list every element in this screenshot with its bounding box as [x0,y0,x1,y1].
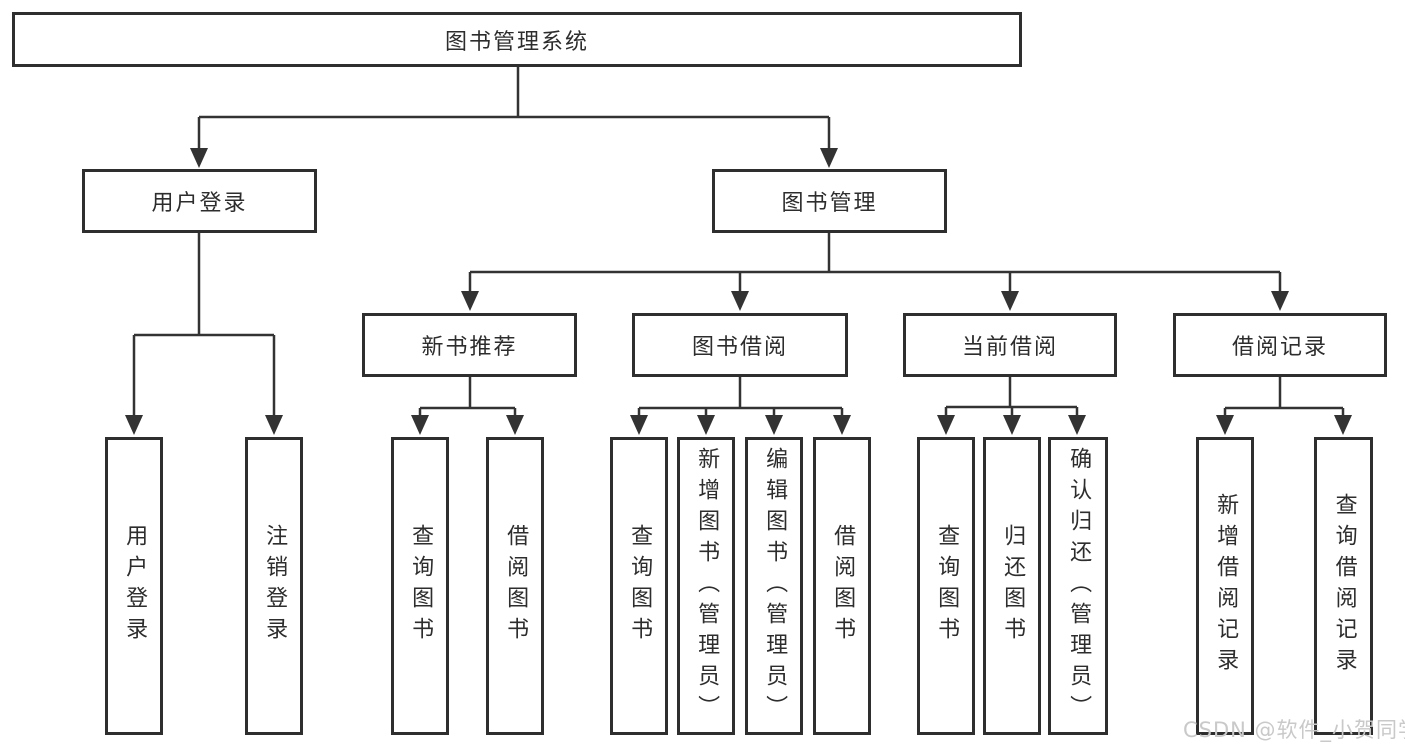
node-root: 图书管理系统 [12,12,1022,67]
leaf-add-books-admin: 新增图书（管理员） [677,437,735,735]
arrowheads [125,148,1352,435]
node-book-management: 图书管理 [712,169,947,233]
node-label: 借阅图书 [830,524,856,648]
node-label: 图书管理 [781,191,878,216]
node-label: 图书借阅 [691,335,788,360]
node-label: 查询借阅记录 [1331,493,1357,679]
leaf-edit-books-admin: 编辑图书（管理员） [745,437,803,735]
node-current-borrow: 当前借阅 [903,313,1117,377]
node-label: 查询图书 [627,524,653,648]
node-label: 新书推荐 [421,335,518,360]
node-new-book-recommend: 新书推荐 [362,313,577,377]
leaf-recommend-borrow-books: 借阅图书 [486,437,544,735]
leaf-recommend-query-books: 查询图书 [391,437,449,735]
node-label: 借阅图书 [503,524,529,648]
node-label: 用户登录 [151,191,248,216]
watermark: CSDN @软件_小贺同学 [1183,718,1405,742]
leaf-current-query-books: 查询图书 [917,437,975,735]
leaf-add-borrow-record: 新增借阅记录 [1196,437,1254,735]
leaf-confirm-return-admin: 确认归还（管理员） [1048,437,1108,735]
node-label: 图书管理系统 [444,29,589,55]
node-label: 查询图书 [934,524,960,648]
node-label: 新增借阅记录 [1213,493,1239,679]
node-borrow-records: 借阅记录 [1173,313,1387,377]
node-label: 用户登录 [122,524,148,648]
node-book-borrow: 图书借阅 [632,313,848,377]
node-label: 确认归还（管理员） [1066,446,1092,726]
node-label: 新增图书（管理员） [694,446,720,726]
leaf-return-books: 归还图书 [983,437,1041,735]
node-label: 归还图书 [1000,524,1026,648]
leaf-query-borrow-record: 查询借阅记录 [1314,437,1373,735]
node-user-login: 用户登录 [82,169,317,233]
node-label: 注销登录 [262,524,288,648]
node-label: 查询图书 [408,524,434,648]
leaf-borrow-books: 借阅图书 [813,437,871,735]
leaf-borrow-query-books: 查询图书 [610,437,668,735]
node-label: 借阅记录 [1231,335,1328,360]
leaf-logout: 注销登录 [245,437,303,735]
node-label: 编辑图书（管理员） [762,446,788,726]
node-label: 当前借阅 [961,335,1058,360]
connector-path [132,66,1345,417]
leaf-user-login: 用户登录 [105,437,163,735]
